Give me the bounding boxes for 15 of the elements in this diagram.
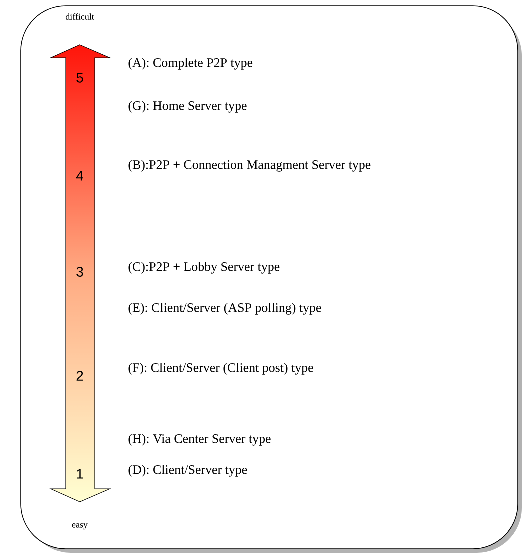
- level-label: (C):P2P + Lobby Server type: [128, 262, 280, 274]
- scale-end-label: difficult: [66, 14, 94, 20]
- scale-end-label: easy: [72, 524, 88, 530]
- scale-number: 2: [76, 371, 84, 381]
- level-label: (F): Client/Server (Client post) type: [128, 363, 314, 375]
- level-label: (H): Via Center Server type: [128, 434, 271, 446]
- level-label: (B):P2P + Connection Managment Server type: [128, 160, 371, 172]
- scale-number: 3: [76, 267, 84, 277]
- level-label: (G): Home Server type: [128, 101, 247, 113]
- scale-number: 5: [76, 73, 84, 83]
- level-label: (D): Client/Server type: [128, 465, 248, 477]
- level-label: (A): Complete P2P type: [128, 58, 253, 70]
- scale-number: 1: [77, 469, 84, 479]
- level-label: (E): Client/Server (ASP polling) type: [128, 303, 322, 315]
- scale-number: 4: [76, 171, 84, 181]
